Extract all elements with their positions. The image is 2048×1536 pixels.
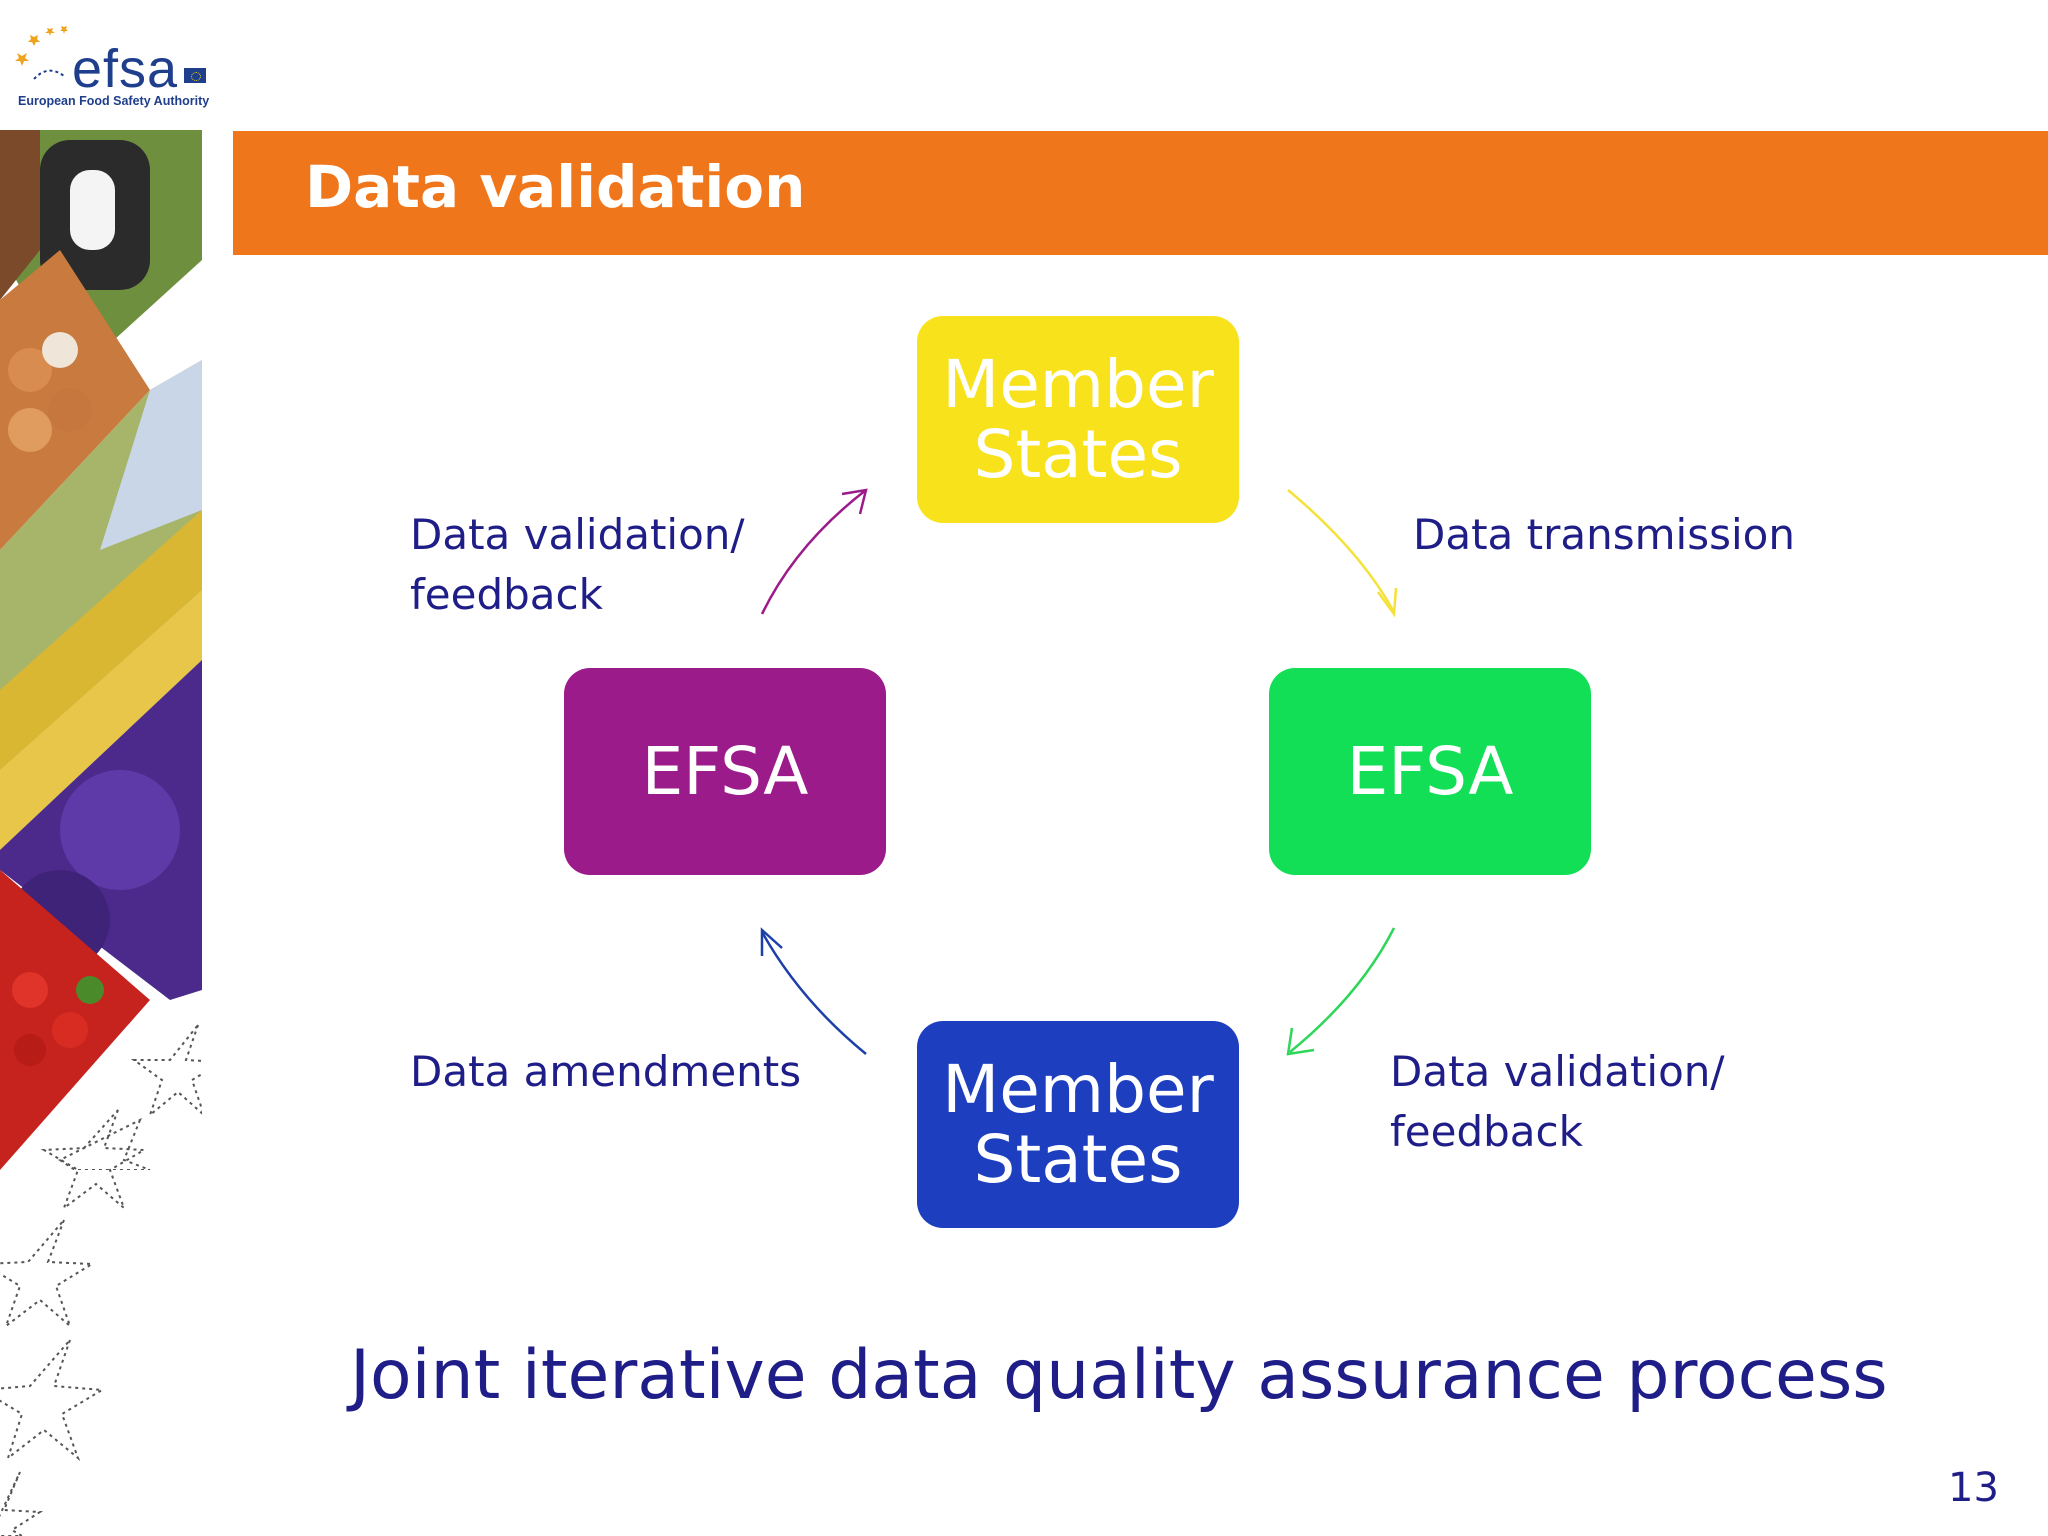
node-member-states-top: Member States bbox=[917, 316, 1239, 523]
logo-wordmark: efsa bbox=[72, 39, 179, 99]
node-label: EFSA bbox=[641, 733, 809, 810]
label-top-to-right: Data transmission bbox=[1413, 510, 1795, 559]
arrow-left-to-top bbox=[760, 489, 867, 615]
node-member-states-bottom: Member States bbox=[917, 1021, 1239, 1228]
efsa-logo: efsa European Food Safety Authority bbox=[14, 24, 214, 124]
label-line2: feedback bbox=[1390, 1107, 1583, 1156]
node-label-line2: States bbox=[973, 1120, 1183, 1198]
label-left-to-top: Data validation/ feedback bbox=[410, 505, 745, 625]
node-label-line1: Member bbox=[942, 345, 1214, 423]
decorative-photo-strip bbox=[0, 130, 202, 1170]
stars-arc-icon bbox=[15, 26, 68, 80]
dotted-stars-lower-icon bbox=[0, 1109, 148, 1536]
eu-flag-icon bbox=[184, 68, 206, 83]
node-efsa-right: EFSA bbox=[1269, 668, 1591, 875]
node-label: EFSA bbox=[1346, 733, 1514, 810]
node-label-line2: States bbox=[973, 415, 1183, 493]
label-line2: feedback bbox=[410, 570, 603, 619]
logo-subtitle: European Food Safety Authority bbox=[18, 94, 210, 108]
node-label-line1: Member bbox=[942, 1050, 1214, 1128]
arrow-right-to-bottom bbox=[1289, 927, 1396, 1053]
label-line1: Data validation/ bbox=[410, 510, 745, 559]
title-bar: Data validation bbox=[233, 131, 2048, 255]
node-efsa-left: EFSA bbox=[564, 668, 886, 875]
slide-subtitle: Joint iterative data quality assurance p… bbox=[350, 1336, 1888, 1415]
slide-title: Data validation bbox=[305, 153, 806, 221]
arrow-top-to-right bbox=[1287, 489, 1396, 613]
label-line1: Data validation/ bbox=[1390, 1047, 1725, 1096]
label-right-to-bottom: Data validation/ feedback bbox=[1390, 1042, 1725, 1162]
dotted-stars-icon bbox=[58, 1024, 202, 1170]
label-bottom-to-left: Data amendments bbox=[410, 1047, 802, 1096]
arrow-bottom-to-left bbox=[760, 931, 867, 1055]
page-number: 13 bbox=[1948, 1465, 1999, 1511]
